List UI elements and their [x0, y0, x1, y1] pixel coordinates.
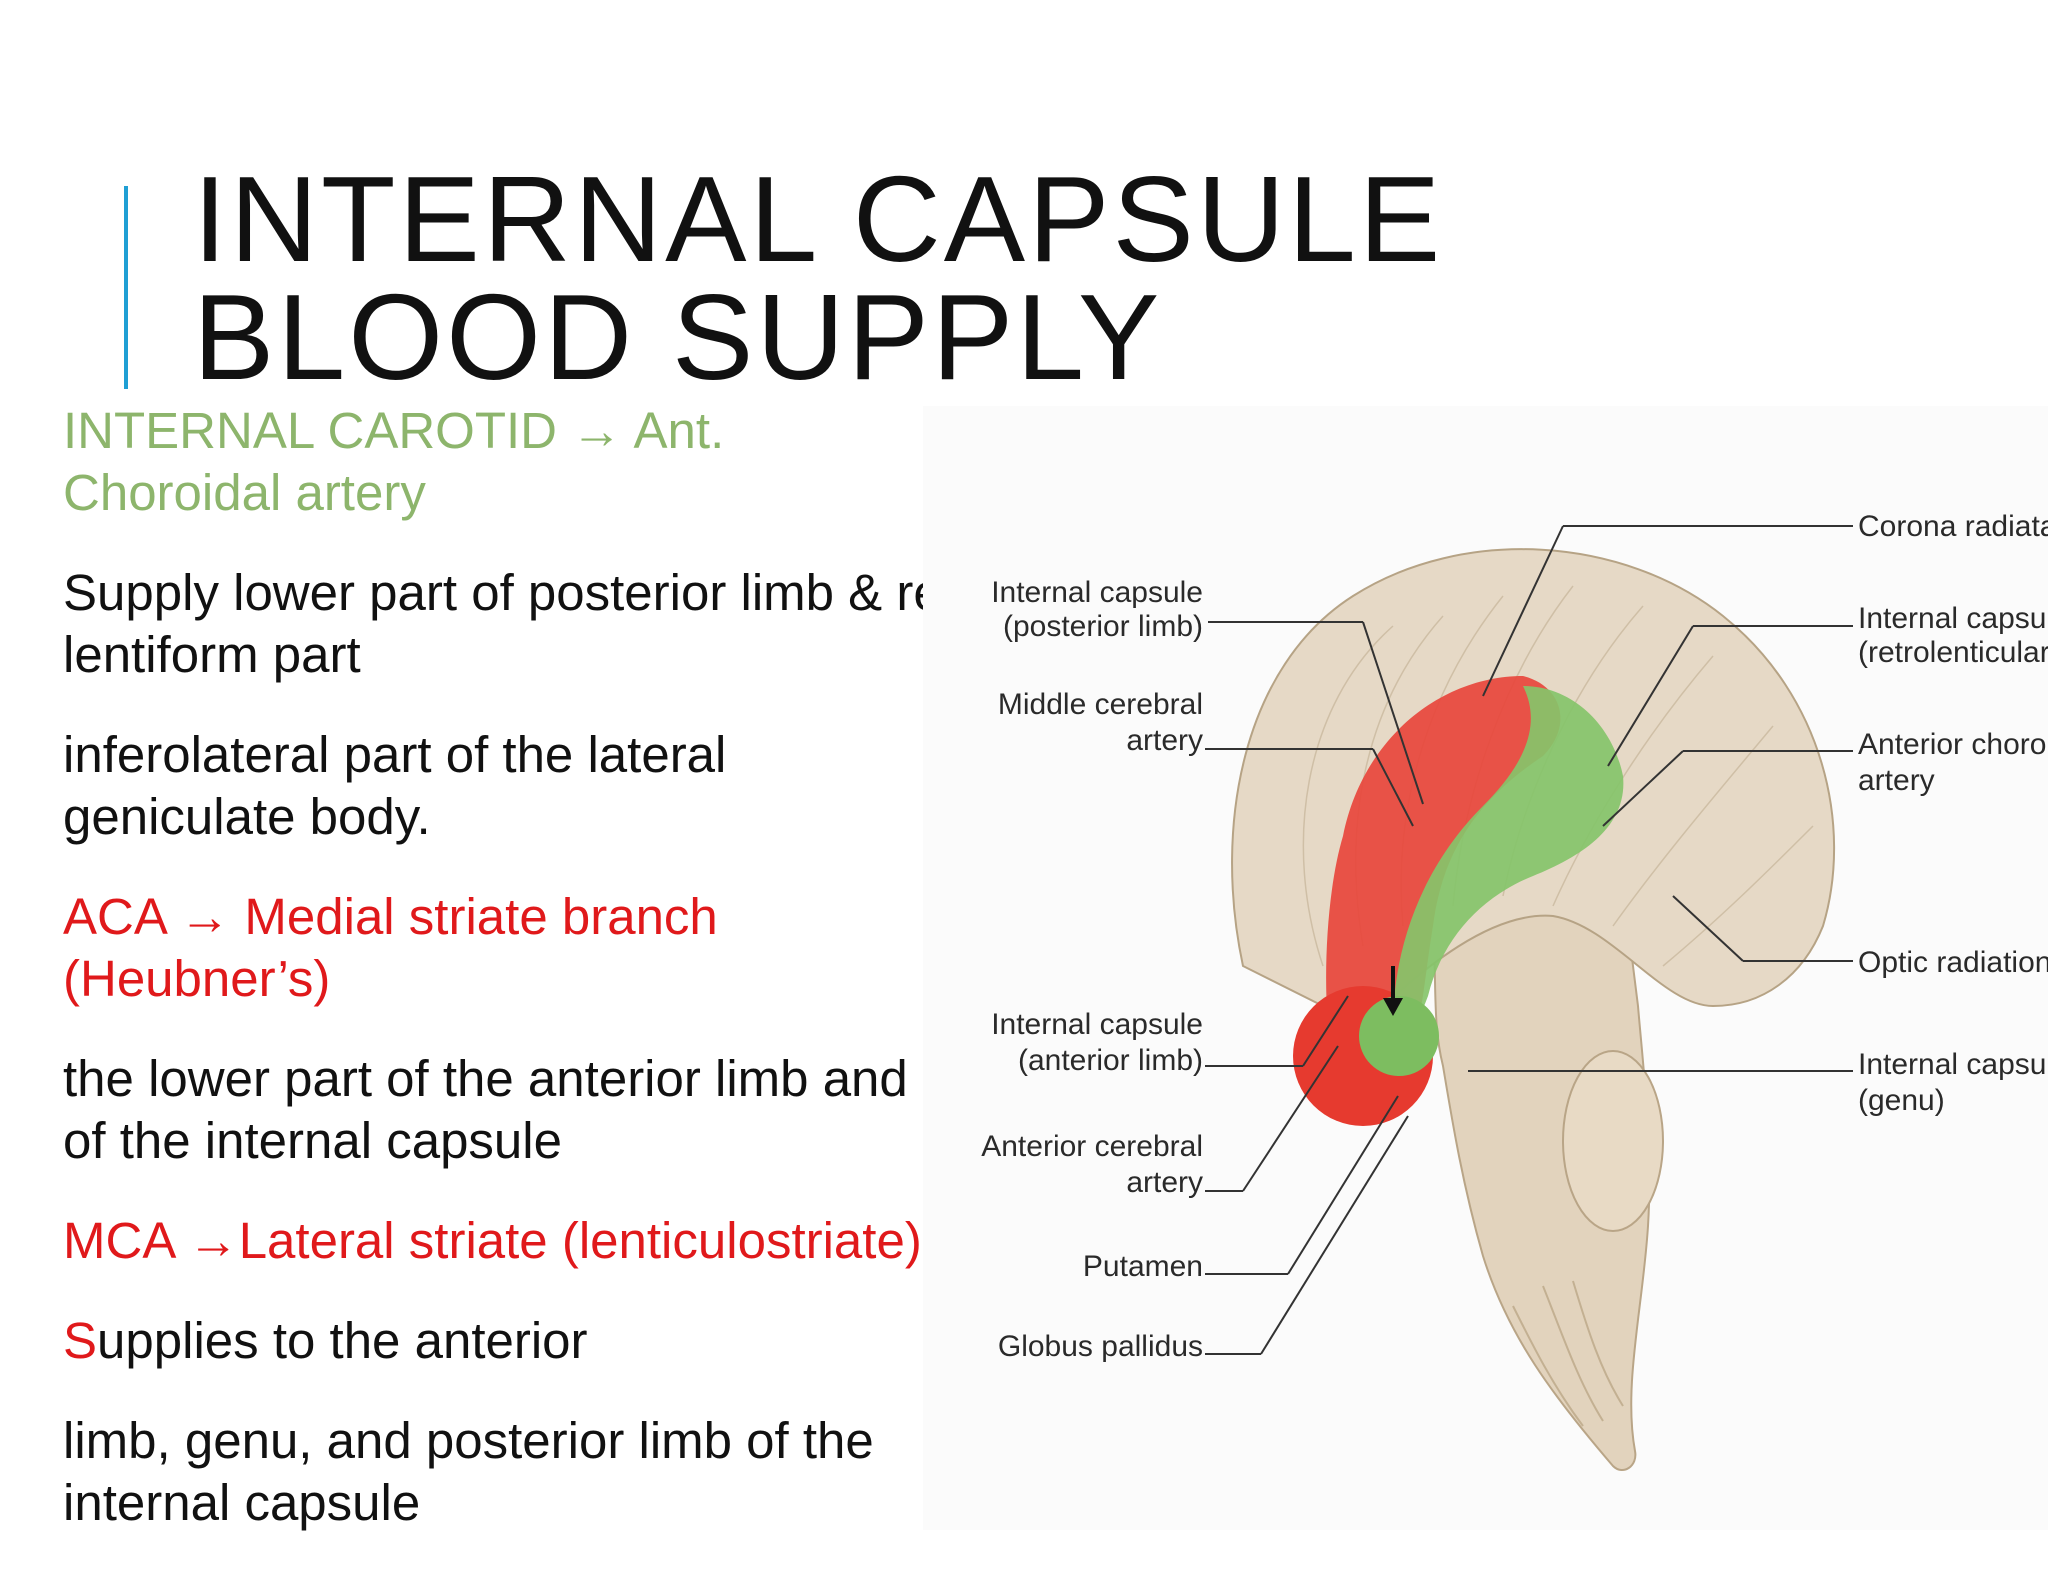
diagram-labels: Corona radiata Internal capsule (retrole… [981, 510, 2048, 1363]
svg-text:Optic radiation: Optic radiation [1858, 946, 2048, 979]
posterior-limb-text: Supply lower part of posterior limb & re… [63, 564, 1019, 683]
content-text: INTERNAL CAROTID → Ant. Choroidal artery… [63, 400, 1063, 1572]
genu-green-shape [1359, 996, 1439, 1076]
title-accent-bar [124, 186, 128, 389]
internal-carotid-heading: INTERNAL CAROTID → Ant. Choroidal artery [63, 402, 725, 521]
mca-region [1326, 676, 1561, 1087]
svg-text:Anterior cerebral: Anterior cerebral [981, 1130, 1203, 1163]
ach-region [1393, 686, 1624, 1036]
svg-text:Internal capsule: Internal capsule [1858, 1048, 2048, 1081]
svg-text:artery: artery [1858, 764, 1935, 797]
svg-text:Internal capsule: Internal capsule [991, 576, 1203, 609]
svg-text:artery: artery [1126, 1166, 1203, 1199]
svg-text:Anterior choroidal: Anterior choroidal [1858, 728, 2048, 761]
svg-text:Internal capsule: Internal capsule [991, 1008, 1203, 1041]
geniculate-text: inferolateral part of the lateral genicu… [63, 726, 727, 845]
arrow-icon: → [179, 888, 231, 945]
mca-heading: MCA →Lateral striate (lenticulostriate) [63, 1212, 922, 1269]
slide-title: INTERNAL CAPSULE BLOOD SUPPLY [193, 151, 1444, 405]
svg-text:Internal capsule: Internal capsule [1858, 602, 2048, 635]
title-line-2: BLOOD SUPPLY [193, 269, 1163, 405]
arrow-icon: → [187, 1212, 239, 1269]
svg-text:Corona radiata: Corona radiata [1858, 510, 2048, 543]
svg-text:(genu): (genu) [1858, 1084, 1945, 1117]
anterior-limb-text: the lower part of the anterior limb and … [63, 1050, 1036, 1169]
svg-text:Middle cerebral: Middle cerebral [998, 688, 1203, 721]
svg-text:artery: artery [1126, 724, 1203, 757]
arrow-icon: → [571, 402, 623, 459]
svg-text:(retrolenticular part: (retrolenticular part [1858, 636, 2048, 669]
aca-heading: ACA → Medial striate branch (Heubner’s) [63, 888, 718, 1007]
title-line-1: INTERNAL CAPSULE [193, 151, 1444, 287]
internal-capsule-diagram: Corona radiata Internal capsule (retrole… [923, 406, 2048, 1530]
svg-text:Globus pallidus: Globus pallidus [998, 1330, 1203, 1363]
svg-text:(anterior limb): (anterior limb) [1018, 1044, 1203, 1077]
svg-text:Putamen: Putamen [1083, 1250, 1203, 1283]
supplies-text: Supplies to the anterior [63, 1312, 588, 1369]
limb-genu-text: limb, genu, and posterior limb of the in… [63, 1412, 874, 1531]
svg-text:(posterior limb): (posterior limb) [1003, 610, 1203, 643]
